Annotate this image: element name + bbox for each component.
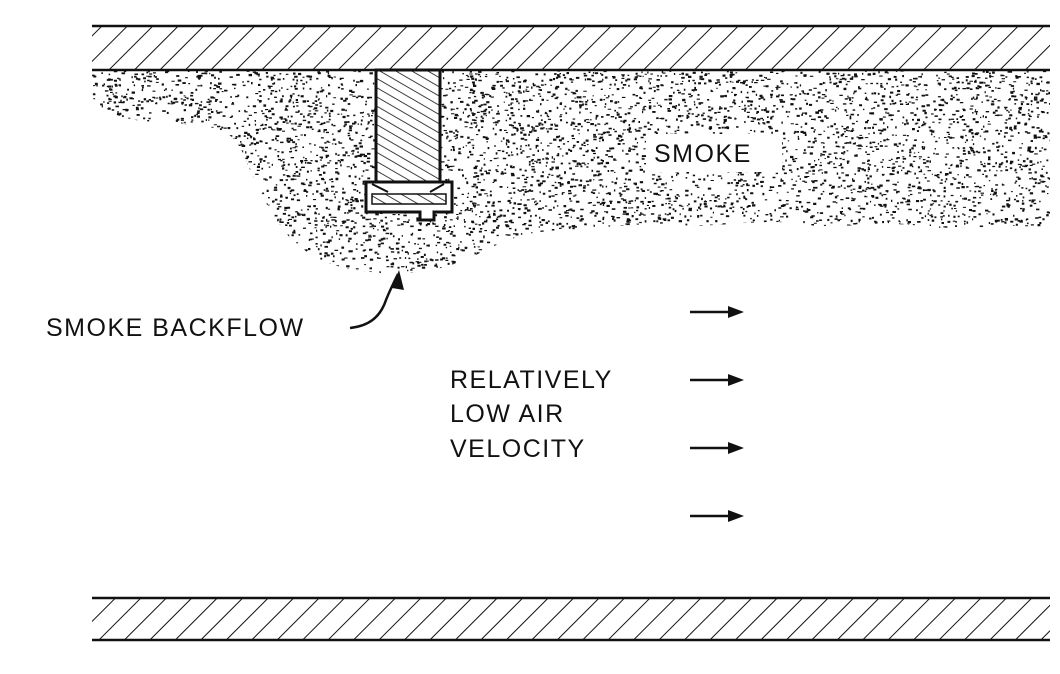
airflow-arrows [690, 306, 744, 522]
smoke-backflow-label: SMOKE BACKFLOW [46, 314, 305, 342]
velocity-label-line1: RELATIVELY [450, 366, 613, 394]
velocity-label-line2: LOW AIR [450, 400, 565, 428]
smoke-label-group: SMOKE [646, 134, 782, 172]
velocity-label-line3: VELOCITY [450, 435, 586, 463]
backflow-leader-line [349, 270, 404, 330]
smoke-detector-probe [364, 68, 454, 222]
arrow-right-icon [690, 510, 744, 522]
smoke-label: SMOKE [654, 140, 752, 168]
smoke-region [92, 70, 1050, 274]
arrow-right-icon [690, 306, 744, 318]
top-duct-wall [92, 24, 1050, 72]
arrow-right-icon [690, 442, 744, 454]
bottom-duct-wall [92, 596, 1050, 642]
arrow-right-icon [690, 374, 744, 386]
